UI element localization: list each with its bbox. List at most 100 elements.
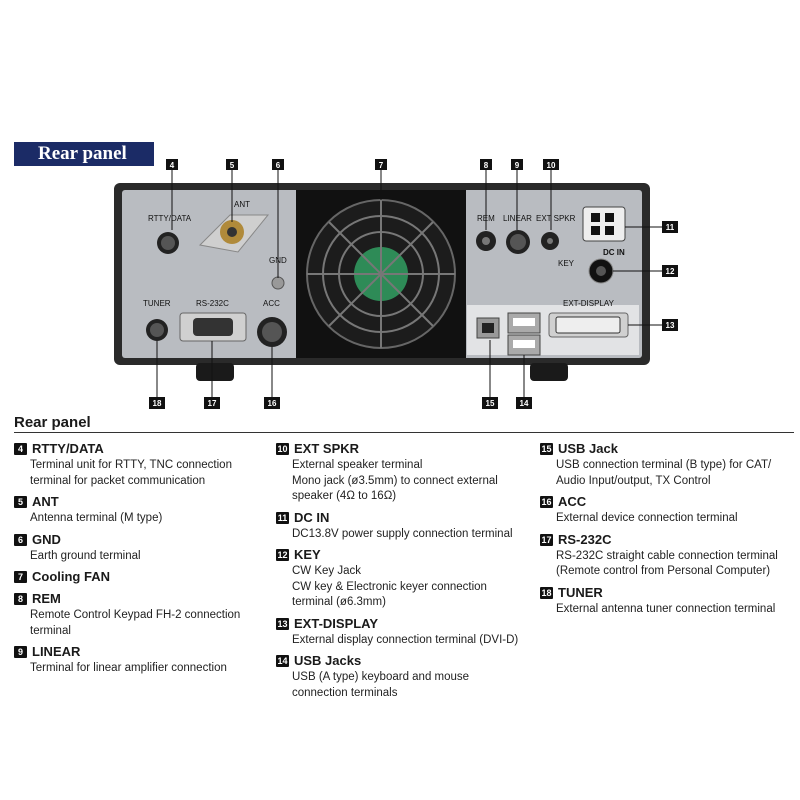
item-desc: External antenna tuner connection termin… [556,602,776,615]
item-desc: External device connection terminal [556,512,738,524]
item-number: 9 [14,646,27,658]
item-desc: Terminal for linear amplifier connection [30,662,227,674]
callout-badge-12 [662,265,678,277]
callout-badge-11 [662,221,678,233]
left-foot [196,363,234,381]
extdisplay-connector[interactable] [555,316,621,334]
item-title: USB Jack [558,441,618,456]
item-title: ANT [32,494,59,509]
item-number: 18 [540,586,553,599]
callout-badge-18 [149,397,165,409]
callout-badge-7 [375,159,387,170]
dcin-socket[interactable] [582,206,626,242]
item-title: GND [32,531,61,547]
item-number: 4 [14,443,27,455]
item-number: 14 [276,655,289,667]
item-number: 15 [540,443,553,455]
item-18: 18 TUNER External antenna tuner connectio… [540,584,795,618]
item-number: 13 [276,617,289,630]
item-title: RS-232C [558,531,612,547]
callout-badge-17 [204,397,220,409]
callout-14: 14 [520,399,529,408]
callout-6: 6 [276,161,281,170]
right-foot [530,363,568,381]
item-number: 5 [14,496,27,508]
rear-panel-banner: Rear panel [14,142,154,166]
item-title: EXT SPKR [294,441,360,456]
extdisplay-label: EXT-DISPLAY [563,299,615,308]
item-4: 4 RTTY/DATA Terminal unit for RTTY, TNC c… [14,440,269,489]
dcin-label: DC IN [603,248,625,257]
item-desc: USB connection terminal (B type) for CAT… [556,459,772,487]
callout-badge-10 [543,159,559,170]
callout-badge-9 [511,159,523,170]
item-title: Cooling FAN [32,569,110,584]
rs232c-connector[interactable] [193,318,233,336]
callout-18: 18 [153,399,162,408]
callout-badge-13 [662,319,678,331]
linear-label: LINEAR [503,214,532,223]
callout-badge-14 [516,397,532,409]
callout-11: 11 [666,223,675,232]
callout-9: 9 [515,161,520,170]
callout-16: 16 [268,399,277,408]
item-title: TUNER [558,584,603,600]
callout-13: 13 [666,321,675,330]
descriptions-column-3: 15 USB Jack USB connection terminal (B ty… [540,440,795,621]
item-title: DC IN [294,509,330,525]
item-desc: DC13.8V power supply connection terminal [292,527,513,540]
section-title: Rear panel [14,414,91,431]
rtty-label: RTTY/DATA [148,214,192,223]
item-number: 17 [540,533,553,546]
acc-label: ACC [263,299,280,308]
callout-15: 15 [486,399,495,408]
callout-12: 12 [666,267,675,276]
callout-badge-5 [226,159,238,170]
tuner-label: TUNER [143,299,171,308]
callout-10: 10 [547,161,556,170]
callout-badge-16 [264,397,280,409]
ant-label: ANT [234,200,250,209]
rear-panel-illustration: RTTY/DATA ANT GND REM LINEAR EXT SPKR DC… [114,159,678,409]
item-number: 8 [14,593,27,605]
item-number: 6 [14,533,27,546]
key-label: KEY [558,259,575,268]
callout-badge-4 [166,159,178,170]
rs232c-label: RS-232C [196,299,229,308]
section-divider [14,432,794,433]
item-title: RTTY/DATA [32,441,104,456]
callout-17: 17 [208,399,217,408]
item-number: 12 [276,549,289,561]
callout-badges: 4 5 6 7 8 9 10 11 12 13 14 15 16 17 18 [149,159,678,409]
item-title: REM [32,591,61,606]
callout-badge-6 [272,159,284,170]
callout-badge-8 [480,159,492,170]
callout-8: 8 [484,161,489,170]
item-title: KEY [294,547,321,562]
item-number: 7 [14,571,27,583]
item-title: USB Jacks [294,653,362,668]
item-number: 16 [540,496,553,508]
item-title: EXT-DISPLAY [294,615,379,631]
item-7: 7 Cooling FAN [14,568,269,586]
callout-4: 4 [170,161,175,170]
item-15: 15 USB Jack USB connection terminal (B ty… [540,440,795,489]
item-8: 8 REM Remote Control Keypad FH-2 connecti… [14,590,269,639]
gnd-terminal[interactable] [271,276,285,290]
callout-badge-15 [482,397,498,409]
item-title: ACC [558,494,587,509]
callout-5: 5 [230,161,235,170]
